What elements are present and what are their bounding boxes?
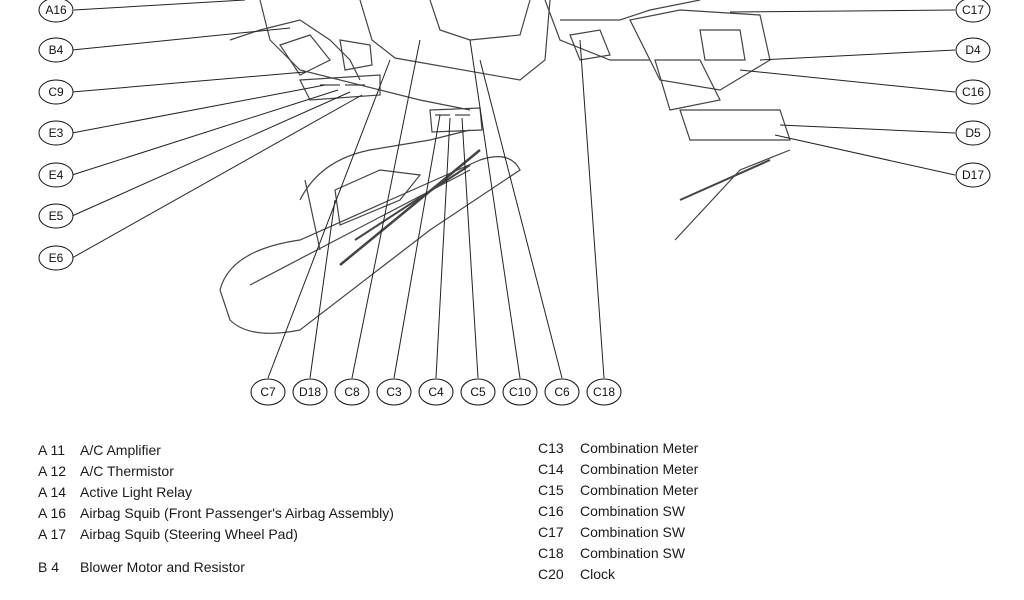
- svg-text:A16: A16: [45, 3, 67, 17]
- callout-bottom-c4: C4: [418, 378, 454, 406]
- svg-text:C16: C16: [962, 85, 984, 99]
- callout-bottom-d18: D18: [292, 378, 328, 406]
- svg-text:C18: C18: [593, 385, 615, 399]
- callout-bottom-c3: C3: [376, 378, 412, 406]
- callout-left-b4: B4: [38, 37, 74, 63]
- svg-text:C10: C10: [509, 385, 531, 399]
- svg-text:E6: E6: [49, 251, 64, 265]
- svg-text:E4: E4: [49, 168, 64, 182]
- wiring-diagram: A16 B4 C9 E3 E4 E5 E6 C17 D4 C16 D5 D17 …: [38, 0, 991, 406]
- callout-bottom-c18: C18: [586, 378, 622, 406]
- callout-right-d5: D5: [955, 120, 991, 146]
- callout-left-c9: C9: [38, 79, 74, 105]
- callout-bottom-c5: C5: [460, 378, 496, 406]
- svg-text:C9: C9: [48, 85, 64, 99]
- svg-text:C4: C4: [428, 385, 444, 399]
- callout-left-e4: E4: [38, 162, 74, 188]
- svg-text:C5: C5: [470, 385, 486, 399]
- callout-left-a16: A16: [38, 0, 74, 23]
- svg-text:C7: C7: [260, 385, 276, 399]
- callout-right-d4: D4: [955, 37, 991, 63]
- svg-text:C17: C17: [962, 3, 984, 17]
- svg-text:C6: C6: [554, 385, 570, 399]
- svg-text:B4: B4: [49, 43, 64, 57]
- svg-text:D4: D4: [965, 43, 981, 57]
- callout-right-d17: D17: [955, 162, 991, 188]
- svg-text:E3: E3: [49, 126, 64, 140]
- svg-text:D5: D5: [965, 126, 981, 140]
- callout-right-c16: C16: [955, 79, 991, 105]
- svg-text:E5: E5: [49, 209, 64, 223]
- callout-left-e5: E5: [38, 203, 74, 229]
- callout-bottom-c10: C10: [502, 378, 538, 406]
- svg-text:C3: C3: [386, 385, 402, 399]
- callout-bottom-c6: C6: [544, 378, 580, 406]
- svg-text:D18: D18: [299, 385, 321, 399]
- legend-spacer: [38, 545, 394, 557]
- callout-bottom-c7: C7: [250, 378, 286, 406]
- callout-left-e3: E3: [38, 120, 74, 146]
- dashboard-drawing: [219, 0, 791, 334]
- svg-text:D17: D17: [962, 168, 984, 182]
- callout-bottom-c8: C8: [334, 378, 370, 406]
- svg-text:C8: C8: [344, 385, 360, 399]
- leader-lines: [71, 0, 956, 379]
- callout-right-c17: C17: [955, 0, 991, 23]
- callout-left-e6: E6: [38, 245, 74, 271]
